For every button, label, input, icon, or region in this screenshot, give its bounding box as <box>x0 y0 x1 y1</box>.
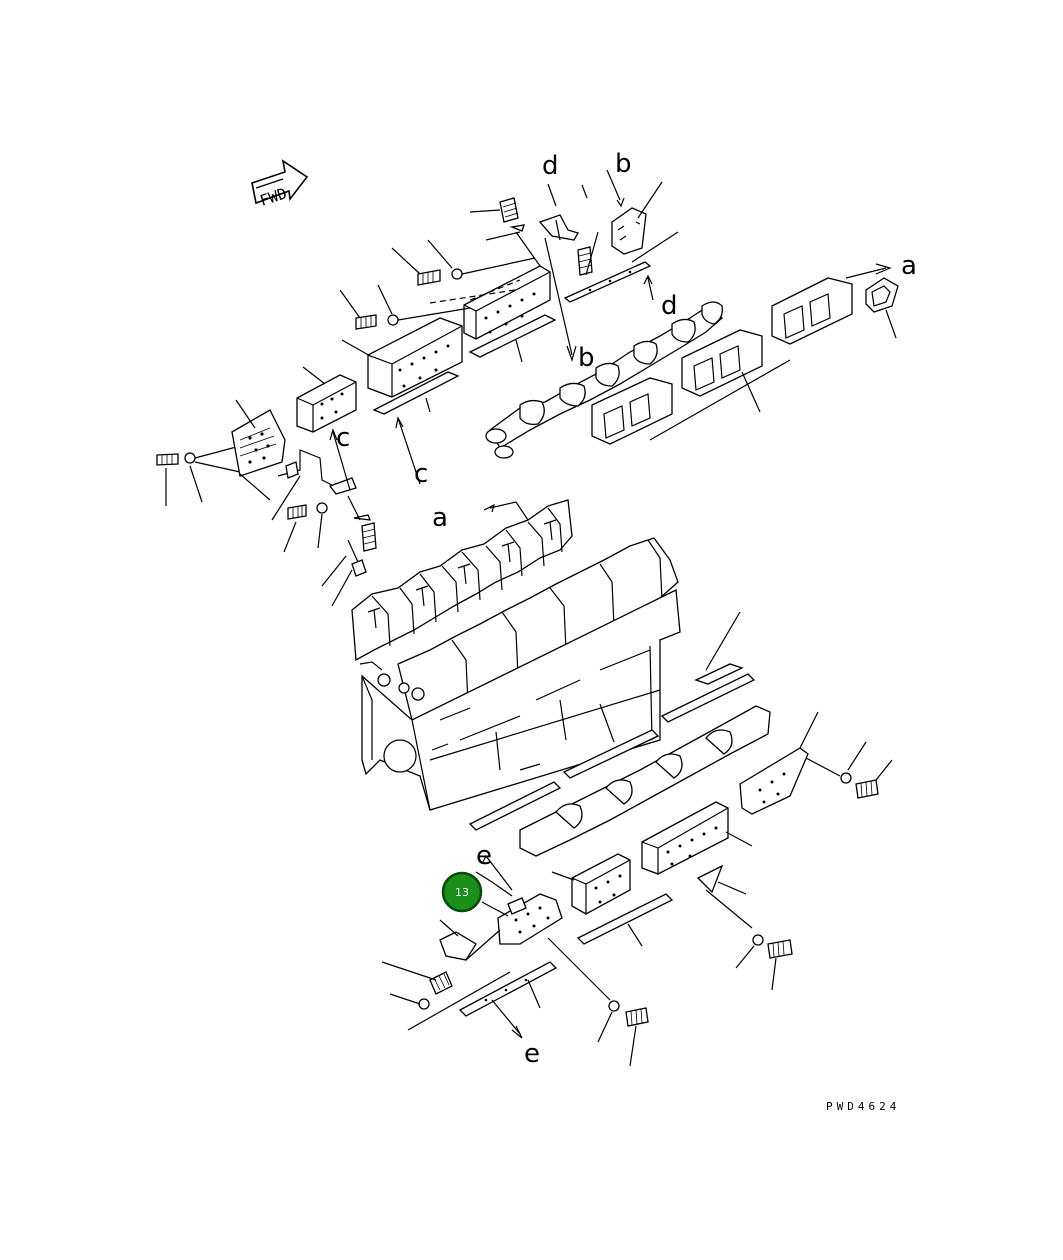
ref-letter-b-mid: b <box>578 343 595 373</box>
ref-letter-c-left: c <box>336 423 350 453</box>
upper-cover-assembly <box>156 169 899 607</box>
exhaust-gasket-flanges <box>591 263 899 445</box>
fwd-arrow-icon: FWD <box>251 159 309 210</box>
callout-number[interactable]: 13 <box>455 886 469 899</box>
reference-letters: d b a d b c c a e e <box>336 149 917 1069</box>
exhaust-manifold <box>485 301 723 459</box>
callout-circle-icon[interactable] <box>441 871 483 913</box>
engine-block <box>351 499 681 811</box>
fwd-label: FWD <box>258 184 289 209</box>
ref-letter-a-left: a <box>432 503 448 533</box>
lower-cover-assembly <box>381 611 893 1067</box>
ref-letter-b-top: b <box>615 149 632 179</box>
ref-letter-d-mid: d <box>661 291 678 321</box>
drawing-code: PWD4624 <box>826 1100 900 1113</box>
ref-letter-e-bottom: e <box>524 1039 540 1069</box>
callout-13[interactable]: 13 <box>441 871 483 913</box>
ref-letter-a-right: a <box>901 251 917 281</box>
ref-letter-c-mid: c <box>414 459 428 489</box>
ref-letter-e-top: e <box>476 841 492 871</box>
ref-letter-d-top: d <box>542 151 559 181</box>
